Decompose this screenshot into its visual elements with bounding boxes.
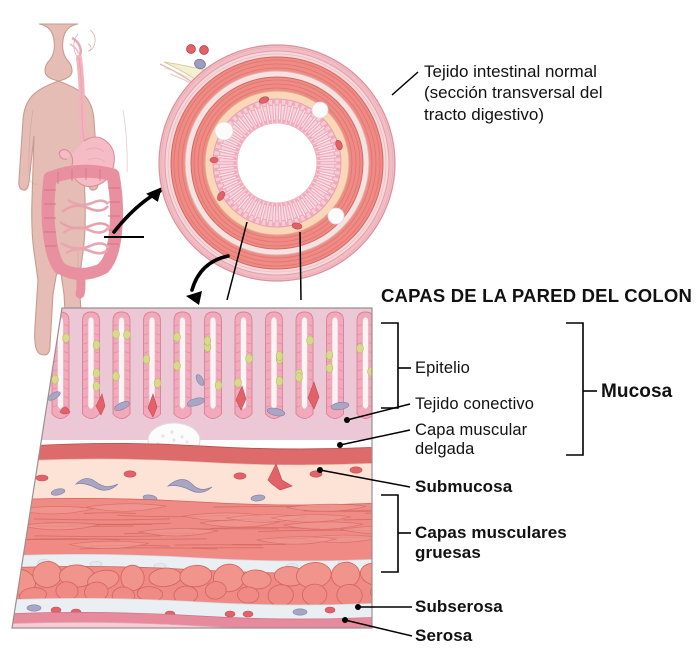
label-capa-muscular-delgada: Capa muscular delgada	[415, 421, 527, 459]
torso-silhouette	[19, 24, 98, 355]
ring-lumen	[237, 123, 317, 203]
intestine-cross-section	[159, 45, 395, 281]
bracket-epitelio	[381, 323, 411, 408]
label-subserosa: Subserosa	[415, 597, 503, 617]
figure-title: CAPAS DE LA PARED DEL COLON	[381, 285, 692, 307]
label-capas-musculares-gruesas: Capas musculares gruesas	[415, 523, 567, 562]
label-tejido-conectivo: Tejido conectivo	[415, 395, 534, 414]
appendix	[55, 256, 58, 272]
bracket-mucosa	[566, 323, 597, 455]
callout-leader	[392, 72, 418, 95]
colon-wall-detail-block	[0, 300, 479, 639]
esophagus	[79, 58, 84, 142]
label-epitelio: Epitelio	[415, 359, 470, 378]
human-body-figure	[19, 24, 127, 355]
label-mucosa: Mucosa	[601, 381, 672, 403]
bracket-capas-musculares	[381, 495, 411, 572]
label-serosa: Serosa	[415, 626, 472, 646]
label-submucosa: Submucosa	[415, 477, 512, 497]
cross-section-callout: Tejido intestinal normal (sección transv…	[424, 61, 603, 125]
